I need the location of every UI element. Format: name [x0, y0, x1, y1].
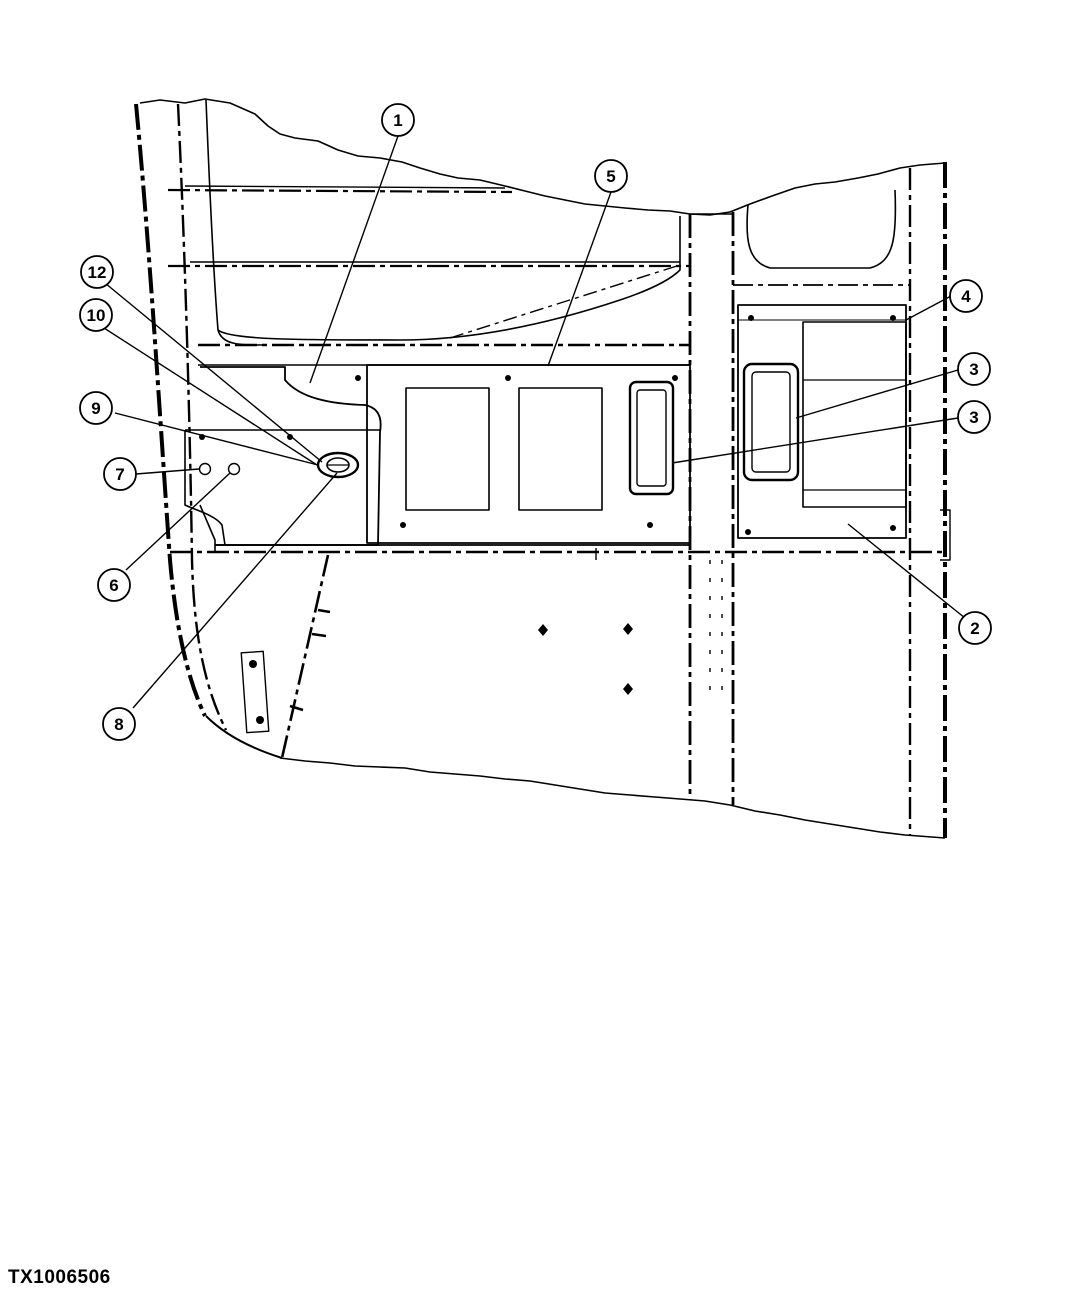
callout-label-2: 2 [970, 619, 979, 638]
hole-7 [198, 462, 212, 476]
hole-6 [227, 462, 241, 476]
callout-2: 2 [958, 611, 992, 645]
leader-8 [132, 472, 338, 709]
cab-silhouette [134, 98, 947, 839]
callout-label-5: 5 [606, 167, 615, 186]
switch-bezel [628, 380, 675, 496]
figure-id: TX1006506 [8, 1267, 111, 1288]
leader-3a [795, 369, 959, 419]
leader-12 [104, 282, 323, 463]
callout-7: 7 [103, 457, 137, 491]
callout-label-3b: 3 [969, 408, 978, 427]
opening-left [405, 387, 490, 511]
callout-label-7: 7 [115, 465, 124, 484]
callout-9: 9 [79, 391, 113, 425]
right-panel [737, 304, 951, 561]
callout-label-8: 8 [114, 715, 123, 734]
callout-4: 4 [949, 279, 983, 313]
callout-5: 5 [594, 159, 628, 193]
callout-label-6: 6 [109, 576, 118, 595]
callout-10: 10 [79, 298, 113, 332]
leader-10 [103, 327, 318, 466]
leader-1 [309, 135, 399, 384]
callout-3a: 3 [957, 352, 991, 386]
left-console [184, 366, 382, 552]
callout-8: 8 [102, 707, 136, 741]
leader-7 [135, 468, 200, 475]
callout-6: 6 [97, 568, 131, 602]
opening-mid [518, 387, 603, 511]
callout-label-10: 10 [87, 306, 106, 325]
leader-lines [103, 135, 966, 709]
callout-label-3a: 3 [969, 360, 978, 379]
callouts: 1 5 12 10 4 3 3 9 [79, 103, 992, 741]
leader-2 [847, 523, 966, 619]
leader-9 [114, 412, 319, 466]
leader-6 [125, 472, 231, 571]
leader-4 [905, 295, 952, 321]
leader-5 [547, 191, 612, 367]
callout-12: 12 [80, 255, 114, 289]
callout-3b: 3 [957, 400, 991, 434]
callout-1: 1 [381, 103, 415, 137]
switch-bezel-right [742, 362, 800, 482]
callout-label-4: 4 [961, 287, 971, 306]
center-panel [215, 364, 691, 546]
callout-label-1: 1 [393, 111, 402, 130]
callout-label-12: 12 [88, 263, 107, 282]
floor-details [240, 548, 723, 759]
leader-3b [671, 417, 959, 464]
callout-label-9: 9 [91, 399, 100, 418]
